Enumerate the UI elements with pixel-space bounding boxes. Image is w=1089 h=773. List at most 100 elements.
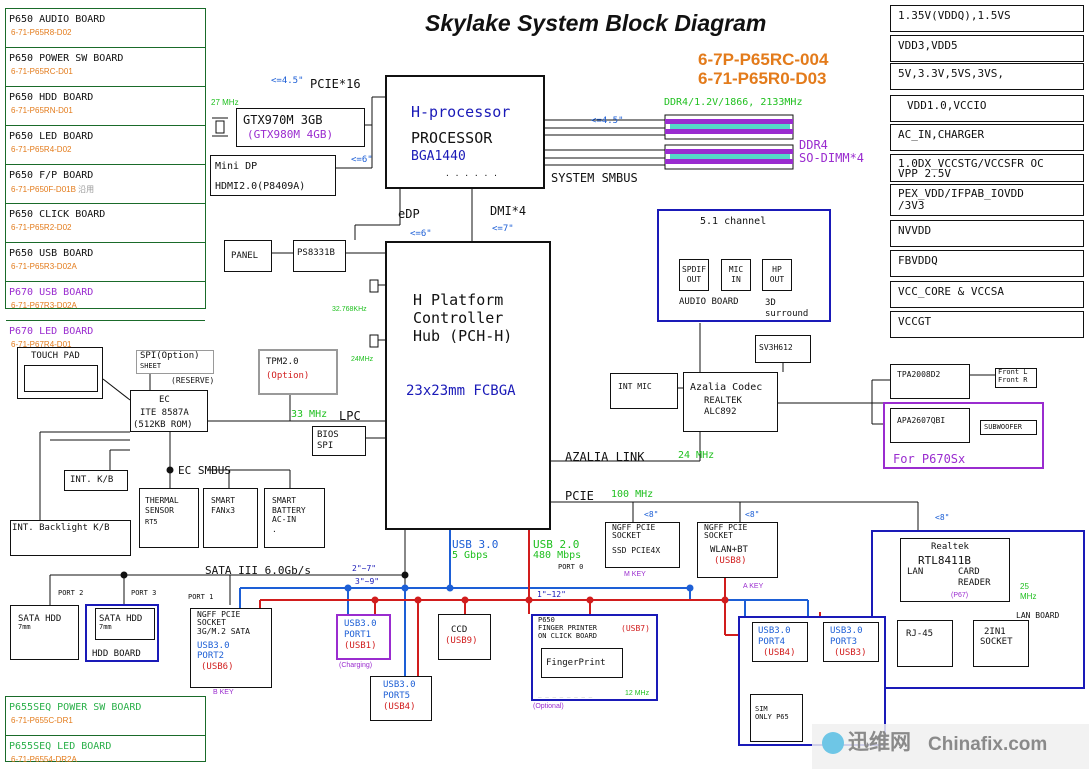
tpm-module: TPM2.0 (Option) <box>258 349 338 395</box>
ec-smbus: EC SMBUS <box>178 464 231 477</box>
usb20-label: USB 2.0 <box>533 538 580 551</box>
sata-label: SATA III 6.0Gb/s <box>205 564 311 577</box>
ngff-wlan: NGFF PCIE SOCKET WLAN+BT (USB8) <box>697 522 778 578</box>
minidp-box: Mini DP HDMI2.0(P8409A) <box>210 155 336 196</box>
ps8331-box: PS8331B <box>293 240 346 272</box>
int-mic-box: INT MIC <box>610 373 678 409</box>
system-smbus: SYSTEM SMBUS <box>551 171 638 185</box>
fingerprint-sensor: FingerPrint <box>541 648 623 678</box>
power-rail: AC_IN,CHARGER <box>890 124 1084 151</box>
pcie-clock: 100 MHz <box>611 489 654 500</box>
lpc-label: LPC <box>339 409 361 423</box>
pch-clock: 24MHz <box>351 356 374 363</box>
ngff-ssd: NGFF PCIE SOCKET SSD PCIE4X <box>605 522 680 568</box>
fingerprint-optional: (Optional) <box>533 703 564 710</box>
power-rail: FBVDDQ <box>890 250 1084 277</box>
ddr-spec: DDR4/1.2V/1866, 2133MHz <box>664 97 803 108</box>
tpa-amp: TPA2008D2 <box>890 364 970 399</box>
page-title: Skylake System Block Diagram <box>425 10 767 36</box>
pcie16-length: <=4.5" <box>271 76 304 86</box>
dmi-length: <=7" <box>492 224 514 234</box>
wlan-key: A KEY <box>743 583 764 590</box>
ddr-length: <=4.5" <box>591 116 624 126</box>
ccd-camera: CCD (USB9) <box>438 614 491 660</box>
rj45-jack: RJ-45 <box>897 620 953 667</box>
gpu-box: GTX970M 3GB (GTX980M 4GB) <box>236 108 365 147</box>
sata-hdd-left: SATA HDD 7mm <box>10 605 79 660</box>
lpc-clock: 33 MHz <box>291 409 328 420</box>
power-rail: 1.35V(VDDQ),1.5VS <box>890 5 1084 32</box>
ddr-dimm-graphic <box>664 114 794 170</box>
smart-fan: SMART FANx3 <box>203 488 258 548</box>
power-rail: VDD1.0,VCCIO <box>890 95 1084 122</box>
smart-battery: SMART BATTERY AC-IN . <box>264 488 325 548</box>
model-code-1: 6-7P-P65RC-004 <box>698 50 829 69</box>
card-socket: 2IN1 SOCKET <box>973 620 1029 667</box>
sim-slot: SIM ONLY P65 <box>750 694 803 742</box>
sv3h612-box: SV3H612 <box>755 335 811 363</box>
power-rail: 1.0DX_VCCSTG/VCCSFR OC VPP 2.5V <box>890 154 1084 182</box>
pcie-label: PCIE <box>565 489 594 503</box>
fingerprint-board: P650 FINGER PRINTER (USB7) ON CLICK BOAR… <box>531 614 658 701</box>
sata-length-2: 3"~9" <box>355 577 380 586</box>
usb-port-4: USB3.0 PORT4 (USB4) <box>752 622 808 662</box>
gpu-clock: 27 MHz <box>211 98 239 107</box>
sata-length-1: 2"~7" <box>352 564 377 573</box>
ddr-label: DDR4 <box>799 138 828 152</box>
touchpad: TOUCH PAD <box>17 347 103 399</box>
power-rail: 5V,3.3V,5VS,3VS, <box>890 63 1084 90</box>
lan-clock: 25 MHz <box>1020 582 1037 601</box>
ngff-sata-socket: NGFF PCIE SOCKET 3G/M.2 SATA USB3.0 PORT… <box>190 608 272 688</box>
spi-reserve: (RESERVE) <box>171 376 215 385</box>
sata-hdd-right: SATA HDD 7mm <box>95 608 155 640</box>
dmi-label: DMI*4 <box>490 204 527 218</box>
bios-spi: BIOS SPI <box>312 426 366 456</box>
junction-dots <box>120 466 409 579</box>
usb20-speed: 480 Mbps <box>533 550 582 561</box>
azalia-clock: 24 MHz <box>678 450 715 461</box>
usb30-label: USB 3.0 <box>452 538 499 551</box>
ddr-slots: SO-DIMM*4 <box>799 151 865 165</box>
ssd-port: PORT 0 <box>558 563 584 571</box>
watermark-logo-icon <box>822 732 844 754</box>
usb-port-1-charging: (Charging) <box>339 662 373 669</box>
sata-port-3: PORT 3 <box>131 589 157 597</box>
panel-box: PANEL <box>224 240 272 272</box>
edp-label: eDP <box>398 207 420 221</box>
backlight-kb: INT. Backlight K/B <box>10 520 131 556</box>
wlan-length: <8" <box>745 510 760 519</box>
pcie16-label: PCIE*16 <box>310 77 361 91</box>
power-rail: VCC_CORE & VCCSA <box>890 281 1084 308</box>
sata-port-2: PORT 2 <box>58 589 84 597</box>
power-rail: NVVDD <box>890 220 1084 247</box>
power-rail: VDD3,VDD5 <box>890 35 1084 62</box>
power-rail: VCCGT <box>890 311 1084 338</box>
cpu-processor: H-processor PROCESSOR BGA1440 . . . . . … <box>385 75 545 189</box>
thermal-sensor: THERMAL SENSOR RT5 <box>139 488 199 548</box>
touchpad-surface <box>24 365 98 392</box>
pch-hub: H Platform Controller Hub (PCH-H) 23x23m… <box>385 241 551 530</box>
apa-amp: APA2607QBI <box>890 408 970 443</box>
realtek-lan-chip: Realtek RTL8411B LAN CARD READER (P67) <box>900 538 1010 602</box>
watermark: 迅维网 Chinafix.com <box>812 724 1089 769</box>
int-keyboard: INT. K/B <box>64 470 128 491</box>
ssd-length: <8" <box>644 510 659 519</box>
azalia-codec: Azalia Codec REALTEK ALC892 <box>683 372 778 432</box>
usb-length: 1"~12" <box>537 590 566 599</box>
ssd-key: M KEY <box>624 571 646 578</box>
subwoofer-box: SUBWOOFER <box>980 420 1037 435</box>
